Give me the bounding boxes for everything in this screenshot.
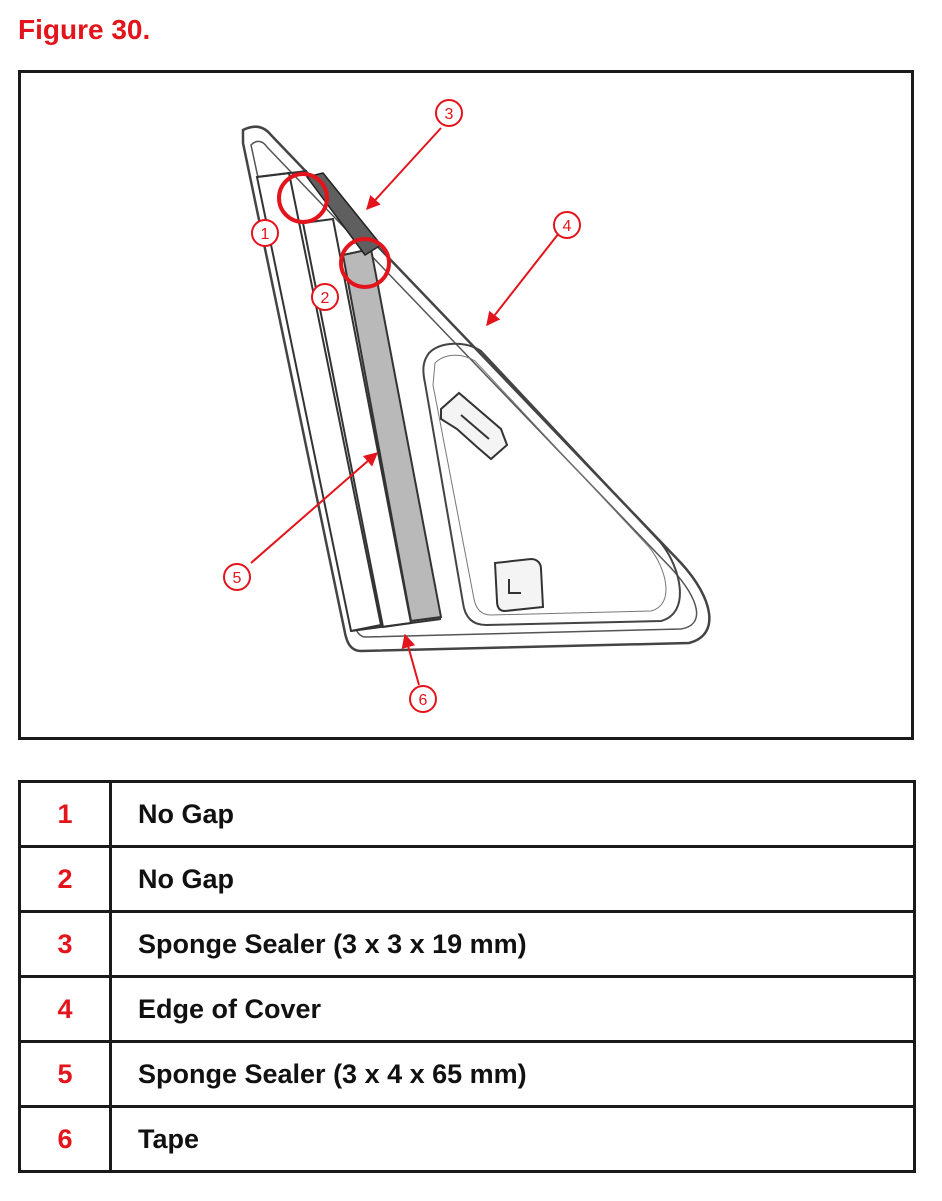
no-gap-circle-2 (339, 237, 391, 289)
callout-3: 3 (435, 99, 463, 127)
figure-illustration: 1 2 3 4 5 6 (18, 70, 914, 740)
legend-description: Tape (109, 1105, 916, 1173)
callout-2-label: 2 (321, 290, 330, 307)
table-row: 5 Sponge Sealer (3 x 4 x 65 mm) (18, 1040, 916, 1108)
callout-6-label: 6 (419, 692, 428, 709)
callout-5-label: 5 (233, 570, 242, 587)
legend-number: 1 (18, 780, 112, 848)
legend-description: No Gap (109, 780, 916, 848)
legend-description: Sponge Sealer (3 x 3 x 19 mm) (109, 910, 916, 978)
callout-5: 5 (223, 563, 251, 591)
table-row: 3 Sponge Sealer (3 x 3 x 19 mm) (18, 910, 916, 978)
legend-description: No Gap (109, 845, 916, 913)
legend-description: Edge of Cover (109, 975, 916, 1043)
table-row: 4 Edge of Cover (18, 975, 916, 1043)
legend-number: 4 (18, 975, 112, 1043)
legend-number: 3 (18, 910, 112, 978)
table-row: 6 Tape (18, 1105, 916, 1173)
legend-number: 5 (18, 1040, 112, 1108)
clip-lower (493, 557, 545, 613)
callout-3-label: 3 (445, 106, 454, 123)
callout-6: 6 (409, 685, 437, 713)
legend-number: 2 (18, 845, 112, 913)
callout-1: 1 (251, 219, 279, 247)
leader-5 (250, 452, 379, 564)
legend-table: 1 No Gap 2 No Gap 3 Sponge Sealer (3 x 3… (18, 780, 916, 1173)
quarter-window-cover-diagram: 1 2 3 4 5 6 (223, 99, 711, 713)
inner-panel (422, 342, 681, 627)
callout-4: 4 (553, 211, 581, 239)
leader-4 (486, 232, 560, 327)
clip-upper (440, 391, 509, 461)
cover-outer-edge (241, 125, 711, 653)
legend-number: 6 (18, 1105, 112, 1173)
callout-4-label: 4 (563, 218, 572, 235)
cover-inner-edge (250, 140, 698, 638)
table-row: 1 No Gap (18, 780, 916, 848)
callout-1-label: 1 (261, 226, 270, 243)
callout-2: 2 (311, 283, 339, 311)
table-row: 2 No Gap (18, 845, 916, 913)
figure-title: Figure 30. (18, 14, 151, 45)
leader-3 (366, 127, 442, 211)
leader-6 (401, 633, 420, 686)
no-gap-circle-1 (277, 172, 329, 224)
legend-description: Sponge Sealer (3 x 4 x 65 mm) (109, 1040, 916, 1108)
